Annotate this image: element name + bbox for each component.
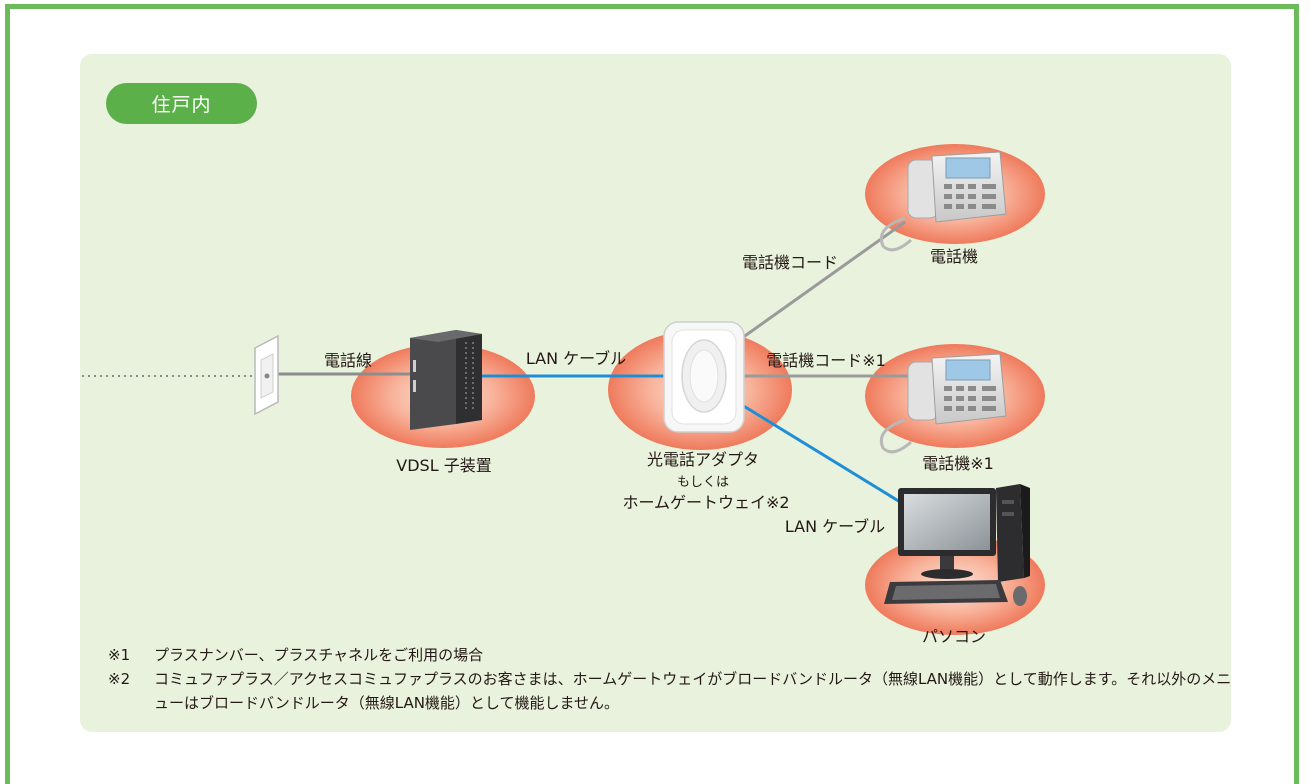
network-diagram xyxy=(82,144,1045,635)
vdsl-device-label: VDSL 子装置 xyxy=(396,456,492,475)
phone-line-label: 電話線 xyxy=(323,351,373,370)
footnotes: ※1 プラスナンバー、プラスチャネルをご利用の場合 ※2 コミュファプラス／アク… xyxy=(108,643,1234,715)
footnote-text: プラスナンバー、プラスチャネルをご利用の場合 xyxy=(154,646,484,664)
section-badge: 住戸内 xyxy=(106,83,257,124)
footnote-text: コミュファプラス／アクセスコミュファプラスのお客さまは、ホームゲートウェイがブロ… xyxy=(154,670,1232,712)
vdsl-device-icon xyxy=(410,330,482,430)
phone-cord-label-mid: 電話機コード※1 xyxy=(766,351,886,370)
lan-cable-label-1: LAN ケーブル xyxy=(525,349,627,368)
footnote-1: ※1 プラスナンバー、プラスチャネルをご利用の場合 xyxy=(108,643,1234,667)
telephone-label-top: 電話機 xyxy=(929,247,979,266)
telephone-icon xyxy=(879,353,1007,454)
footnote-mark: ※2 xyxy=(108,670,131,688)
footnote-mark: ※1 xyxy=(108,646,131,664)
lan-cable-label-2: LAN ケーブル xyxy=(784,517,886,536)
telephone-label-mid: 電話機※1 xyxy=(922,454,994,473)
home-gateway-label: ホームゲートウェイ※2 xyxy=(622,493,790,512)
lan-cable-2 xyxy=(741,403,906,507)
phone-cord-top xyxy=(741,220,906,340)
adapter-label: 光電話アダプタ xyxy=(646,450,760,469)
optical-phone-adapter-icon xyxy=(663,321,745,433)
desktop-computer-icon xyxy=(884,484,1030,606)
footnote-2: ※2 コミュファプラス／アクセスコミュファプラスのお客さまは、ホームゲートウェイ… xyxy=(108,667,1234,715)
phone-cord-label-top: 電話機コード xyxy=(741,253,839,272)
telephone-icon xyxy=(879,151,1007,252)
wall-outlet-icon xyxy=(254,334,279,416)
pc-label: パソコン xyxy=(921,627,987,646)
adapter-or-label: もしくは xyxy=(676,475,730,490)
